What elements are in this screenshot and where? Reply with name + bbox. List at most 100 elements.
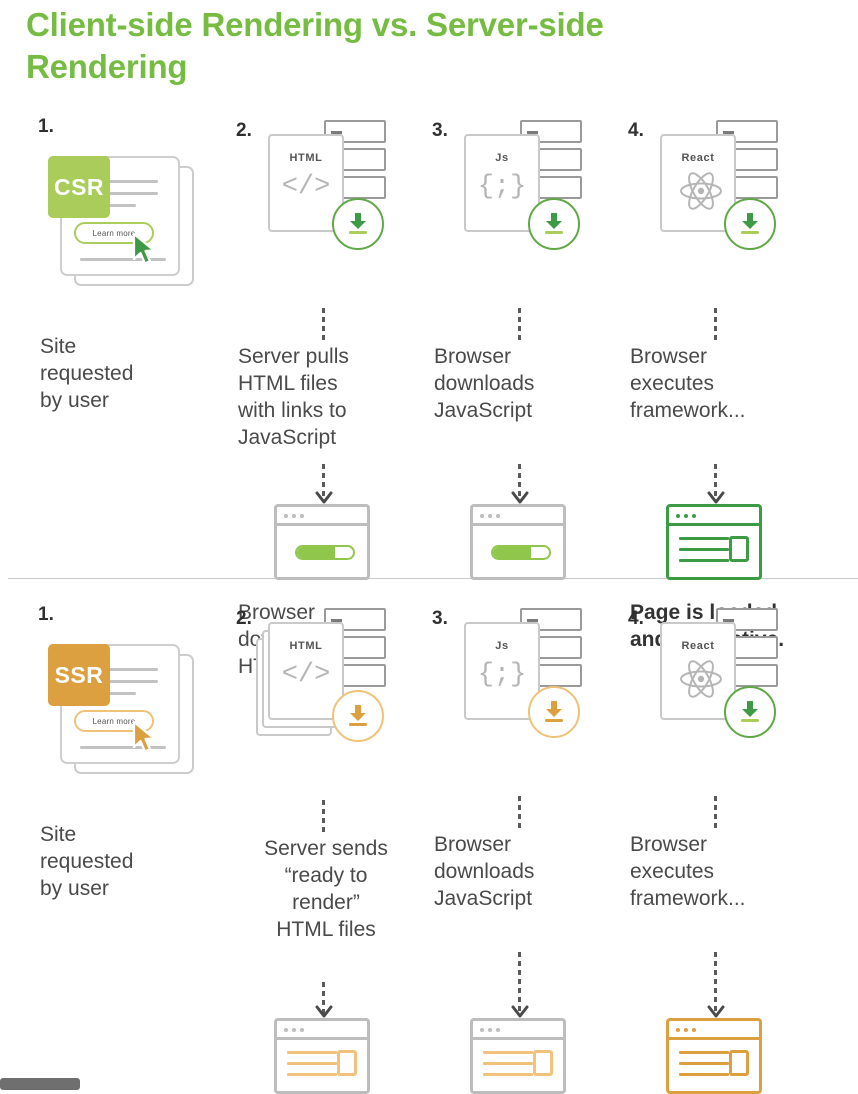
site-text-line — [80, 258, 166, 261]
download-icon — [724, 686, 776, 738]
step-caption: Browser executes framework... — [630, 832, 746, 913]
content-box — [533, 1050, 553, 1076]
step-caption: Site requested by user — [40, 334, 133, 415]
flow-arrow — [322, 464, 325, 502]
flow-arrow — [714, 308, 717, 344]
loading-progress-bar — [491, 545, 551, 560]
code-glyph: {;} — [477, 660, 527, 690]
arrowhead-icon — [511, 491, 529, 504]
browser-window-rendered-icon — [274, 1018, 370, 1094]
caption-text: Site requested by user — [40, 823, 134, 900]
browser-window-rendered-icon — [470, 1018, 566, 1094]
site-text-line — [80, 680, 158, 683]
content-box — [729, 1050, 749, 1076]
step-caption: Browser downloads JavaScript — [434, 832, 534, 913]
file-sheet: HTML </> — [268, 622, 344, 720]
file-sheet: React — [660, 134, 736, 232]
caption-text: Browser executes framework... — [630, 345, 746, 422]
arrowhead-icon — [707, 491, 725, 504]
arrowhead-icon — [315, 1005, 333, 1018]
content-lines — [679, 537, 729, 570]
cursor-icon — [132, 720, 156, 753]
caption-text: Server sends “ready to render” HTML file… — [264, 837, 388, 941]
learn-more-label: Learn more — [92, 716, 136, 726]
file-sheet: Js {;} — [464, 622, 540, 720]
download-icon — [332, 198, 384, 250]
js-file-icon: Js {;} — [458, 608, 608, 788]
browser-dots-icon — [676, 514, 696, 518]
file-type-label: HTML — [289, 152, 323, 164]
file-type-label: HTML — [289, 640, 323, 652]
flow-arrow — [714, 796, 717, 832]
file-type-label: Js — [495, 152, 509, 164]
download-arrow-glyph — [741, 701, 759, 722]
download-icon — [528, 686, 580, 738]
browser-titlebar — [669, 1021, 759, 1040]
caption-text: Browser executes framework... — [630, 833, 746, 910]
react-file-icon: React — [654, 608, 804, 788]
scrollbar-thumb[interactable] — [0, 1078, 80, 1090]
step-number: 2. — [236, 120, 252, 141]
file-type-label: React — [681, 152, 715, 164]
browser-window-rendered-icon — [666, 1018, 762, 1094]
section-csr: 1. Learn more CSR — [0, 112, 858, 678]
step-number: 1. — [38, 604, 54, 625]
file-sheet: HTML </> — [268, 134, 344, 232]
js-file-icon: Js {;} — [458, 120, 608, 300]
file-type-label: React — [681, 640, 715, 652]
browser-window-loading-icon — [470, 504, 566, 580]
flow-arrow — [322, 982, 325, 1016]
site-text-line — [80, 180, 158, 183]
content-box — [337, 1050, 357, 1076]
browser-dots-icon — [480, 514, 500, 518]
browser-dots-icon — [284, 1028, 304, 1032]
content-lines — [679, 1051, 729, 1084]
download-arrow-glyph — [349, 705, 367, 726]
step-caption: Browser executes framework... — [630, 344, 746, 425]
browser-dots-icon — [284, 514, 304, 518]
content-lines — [287, 1051, 337, 1084]
file-sheet: React — [660, 622, 736, 720]
site-text-line — [80, 668, 158, 671]
arrowhead-icon — [511, 1005, 529, 1018]
react-atom-icon — [680, 172, 722, 210]
step-number: 3. — [432, 120, 448, 141]
arrowhead-icon — [707, 1005, 725, 1018]
html-file-icon: HTML </> — [256, 608, 412, 788]
content-lines — [483, 1051, 533, 1084]
code-glyph: </> — [281, 660, 331, 690]
browser-titlebar — [669, 507, 759, 526]
site-text-line — [80, 746, 166, 749]
step-number: 3. — [432, 608, 448, 629]
react-file-icon: React — [654, 120, 804, 300]
file-type-label: Js — [495, 640, 509, 652]
step-number: 1. — [38, 116, 54, 137]
browser-dots-icon — [480, 1028, 500, 1032]
section-divider — [8, 578, 858, 579]
ssr-badge: SSR — [48, 644, 110, 706]
arrowhead-icon — [315, 491, 333, 504]
step-caption: Server pulls HTML files with links to Ja… — [238, 344, 349, 452]
step-caption: Site requested by user — [40, 822, 133, 903]
react-atom-icon — [680, 660, 722, 698]
caption-text: Site requested by user — [40, 335, 134, 412]
browser-titlebar — [473, 507, 563, 526]
browser-titlebar — [277, 1021, 367, 1040]
step-number: 4. — [628, 120, 644, 141]
flow-arrow — [518, 308, 521, 344]
flow-arrow — [714, 952, 717, 1016]
download-arrow-glyph — [741, 213, 759, 234]
flow-arrow — [714, 464, 717, 502]
download-icon — [332, 690, 384, 742]
ssr-badge-label: SSR — [54, 661, 104, 688]
caption-text: Server pulls HTML files with links to Ja… — [238, 345, 349, 449]
browser-titlebar — [277, 507, 367, 526]
step-caption: Browser downloads JavaScript — [434, 344, 534, 425]
csr-badge: CSR — [48, 156, 110, 218]
html-file-icon: HTML </> — [262, 120, 412, 300]
flow-arrow — [518, 796, 521, 832]
site-text-line — [80, 192, 158, 195]
flow-arrow — [322, 308, 325, 344]
caption-text: Browser downloads JavaScript — [434, 833, 535, 910]
